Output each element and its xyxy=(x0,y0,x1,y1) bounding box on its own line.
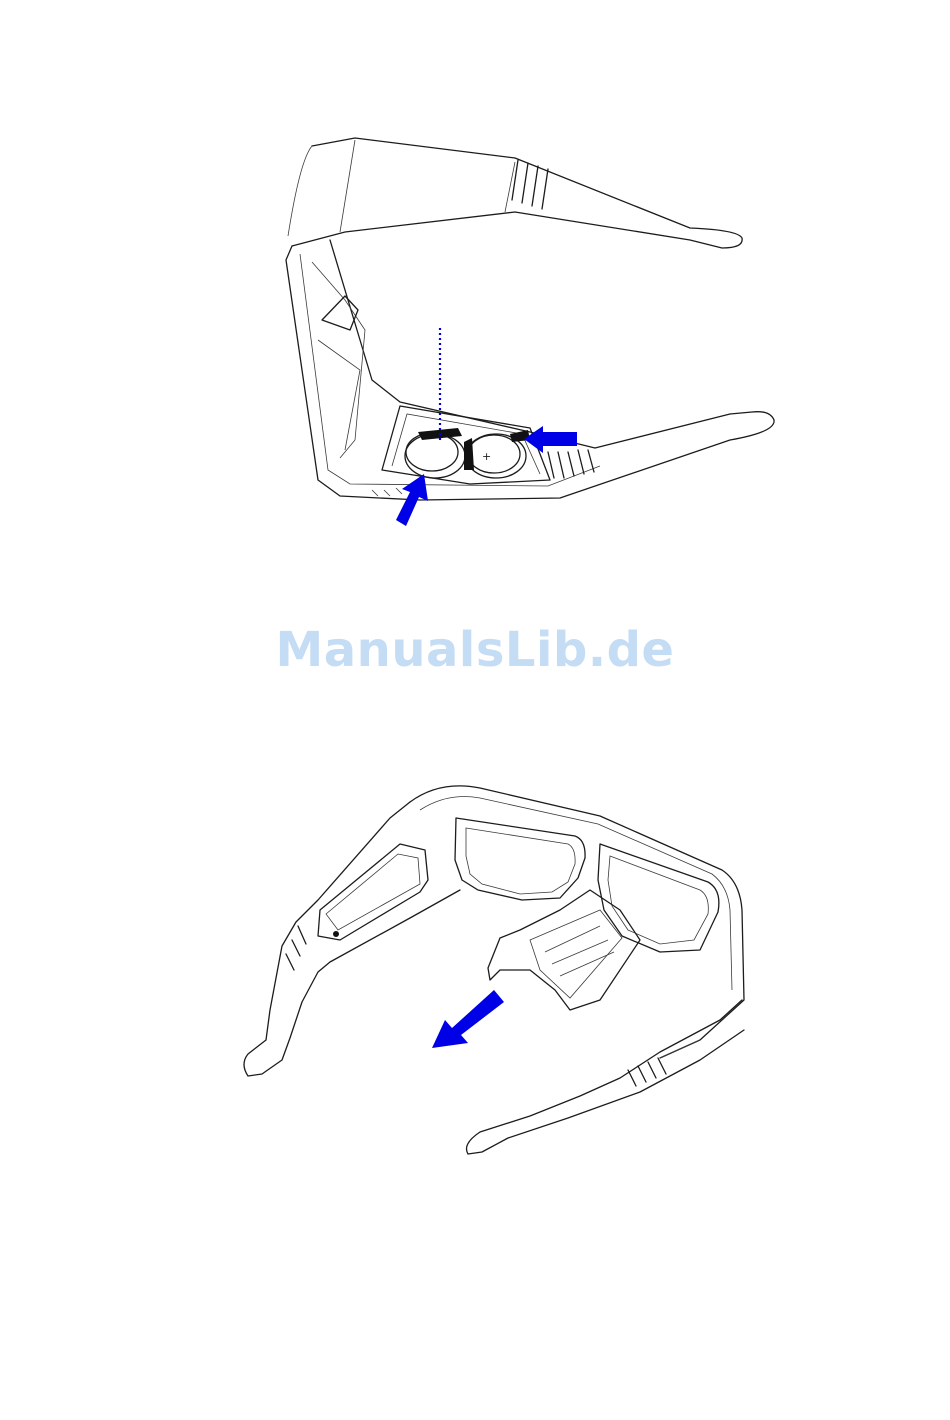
watermark: ManualsLib.de xyxy=(0,622,950,692)
svg-text:+: + xyxy=(482,450,491,463)
glasses-rear-figure xyxy=(0,740,950,1420)
glasses-side-illustration: + xyxy=(0,0,950,580)
slide-battery-arrow xyxy=(524,426,577,453)
glasses-rear-illustration xyxy=(0,740,950,1420)
watermark-text: ManualsLib.de xyxy=(276,622,675,678)
pull-out-arrow xyxy=(432,990,504,1048)
battery-compartment-figure: + xyxy=(0,0,950,580)
